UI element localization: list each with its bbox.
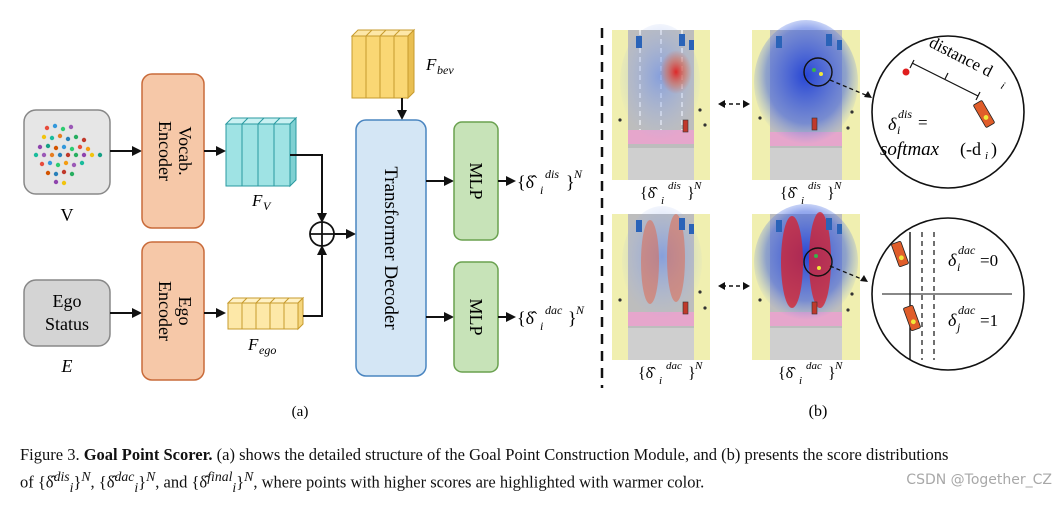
- svg-text:=0: =0: [980, 251, 998, 270]
- drivable-area-detail-circle: δ dac i =0 δ dac j =1: [871, 217, 1025, 371]
- svg-text:): ): [991, 139, 997, 160]
- ego-status-line1: Ego: [53, 291, 82, 311]
- bev-map-dac-1: {δ̂ dac i } N: [612, 206, 710, 387]
- vocab-points: [33, 123, 103, 186]
- transformer-decoder: Transformer Decoder: [355, 119, 427, 377]
- svg-text:}: }: [688, 365, 696, 382]
- svg-text:{δ̂: {δ̂: [517, 172, 537, 192]
- fbev-feature-tensor: F bev: [350, 28, 454, 100]
- svg-text:=: =: [918, 113, 928, 132]
- svg-text:}: }: [828, 365, 836, 382]
- svg-text:i: i: [659, 375, 662, 387]
- caption-title: Goal Point Scorer.: [83, 445, 213, 464]
- mlp-top: MLP: [453, 121, 499, 241]
- mlp-bottom: MLP: [453, 261, 499, 373]
- svg-text:i: i: [957, 260, 960, 274]
- mlp-bottom-label: MLP: [466, 298, 486, 335]
- fego-sub: ego: [259, 343, 276, 357]
- svg-text:δ: δ: [888, 114, 897, 134]
- vocab-encoder: Vocab. Encoder: [141, 73, 205, 229]
- svg-text:=1: =1: [980, 311, 998, 330]
- svg-text:{δ̂: {δ̂: [517, 308, 537, 328]
- svg-text:dac: dac: [958, 243, 976, 257]
- svg-text:N: N: [575, 303, 585, 317]
- ego-label: E: [61, 356, 73, 376]
- figure-caption: Figure 3. Goal Point Scorer. (a) shows t…: [20, 445, 949, 495]
- svg-text:δ: δ: [948, 310, 957, 330]
- svg-text:i: i: [801, 195, 804, 207]
- fego-feature-tensor: F ego: [226, 296, 305, 357]
- caption-body-1: (a) shows the detailed structure of the …: [212, 445, 949, 464]
- vocab-encoder-line2: Encoder: [155, 121, 175, 181]
- fv-sub: V: [263, 199, 272, 213]
- ego-status-line2: Status: [45, 314, 89, 334]
- panel-b-label: (b): [809, 403, 828, 420]
- bev-map-dis-2: {δ̂ dis i } N: [752, 20, 872, 207]
- svg-text:}: }: [566, 172, 575, 192]
- ego-status-input: Ego Status E: [23, 279, 111, 376]
- panel-b: {δ̂ dis i } N {δ̂ dis: [612, 20, 1025, 420]
- svg-text:dac: dac: [806, 360, 822, 372]
- watermark: CSDN @Together_CZ: [906, 472, 1052, 488]
- panel-a: V Ego Status E Vocab. Encoder Ego Encode…: [23, 28, 585, 420]
- goal-point-scorer-diagram: V Ego Status E Vocab. Encoder Ego Encode…: [23, 20, 1025, 420]
- svg-text:{δ̂: {δ̂: [638, 365, 656, 382]
- fego-label: F: [247, 335, 259, 354]
- mlp-top-label: MLP: [466, 162, 486, 199]
- panel-a-label: (a): [292, 404, 309, 420]
- svg-text:N: N: [693, 180, 702, 192]
- svg-text:δ: δ: [948, 250, 957, 270]
- bev-map-dac-2: {δ̂ dac i } N: [752, 204, 868, 387]
- svg-text:}: }: [687, 185, 695, 202]
- svg-text:i: i: [799, 375, 802, 387]
- distance-detail-circle: distance d i δ dis i = softmax (-d i ): [871, 33, 1025, 189]
- svg-text:{δ̂: {δ̂: [778, 365, 796, 382]
- svg-text:dac: dac: [958, 303, 976, 317]
- svg-text:N: N: [694, 360, 703, 372]
- fv-label: F: [251, 191, 263, 210]
- svg-text:softmax: softmax: [880, 139, 940, 160]
- compare-arrow-top: [718, 100, 750, 108]
- add-operator-icon: [309, 221, 335, 247]
- svg-text:i: i: [540, 319, 543, 333]
- svg-text:dis: dis: [668, 180, 681, 192]
- svg-text:i: i: [985, 150, 988, 162]
- svg-text:}: }: [568, 308, 577, 328]
- svg-text:N: N: [834, 360, 843, 372]
- vocab-label: V: [61, 205, 74, 225]
- output-dac-label: {δ̂ dac i } N: [517, 303, 585, 333]
- ego-encoder-line2: Encoder: [155, 281, 175, 341]
- svg-text:{δ̂: {δ̂: [780, 185, 798, 202]
- output-dis-label: {δ̂ dis i } N: [517, 167, 583, 197]
- svg-text:{δ̂: {δ̂: [640, 185, 658, 202]
- vocab-encoder-line1: Vocab.: [175, 126, 195, 175]
- vocab-input: V: [23, 109, 111, 225]
- caption-prefix: Figure 3.: [20, 445, 84, 464]
- compare-arrow-bottom: [718, 282, 750, 290]
- ego-encoder-line1: Ego: [175, 297, 195, 326]
- svg-text:dis: dis: [545, 167, 559, 181]
- svg-text:N: N: [833, 180, 842, 192]
- fv-feature-tensor: F V: [224, 116, 298, 213]
- svg-text:i: i: [540, 183, 543, 197]
- svg-text:dac: dac: [666, 360, 682, 372]
- fbev-label: F: [425, 55, 437, 74]
- transformer-decoder-label: Transformer Decoder: [380, 166, 401, 330]
- svg-text:j: j: [955, 320, 961, 334]
- bev-map-dis-1: {δ̂ dis i } N: [612, 24, 710, 207]
- svg-text:(-d: (-d: [960, 139, 981, 160]
- svg-text:dac: dac: [545, 303, 563, 317]
- svg-text:i: i: [999, 80, 1007, 92]
- svg-text:dis: dis: [808, 180, 821, 192]
- svg-text:i: i: [897, 123, 900, 137]
- svg-text:}: }: [827, 185, 835, 202]
- svg-text:dis: dis: [898, 107, 912, 121]
- svg-text:N: N: [573, 167, 583, 181]
- fbev-sub: bev: [437, 63, 454, 77]
- svg-text:i: i: [661, 195, 664, 207]
- ego-encoder: Ego Encoder: [141, 241, 205, 381]
